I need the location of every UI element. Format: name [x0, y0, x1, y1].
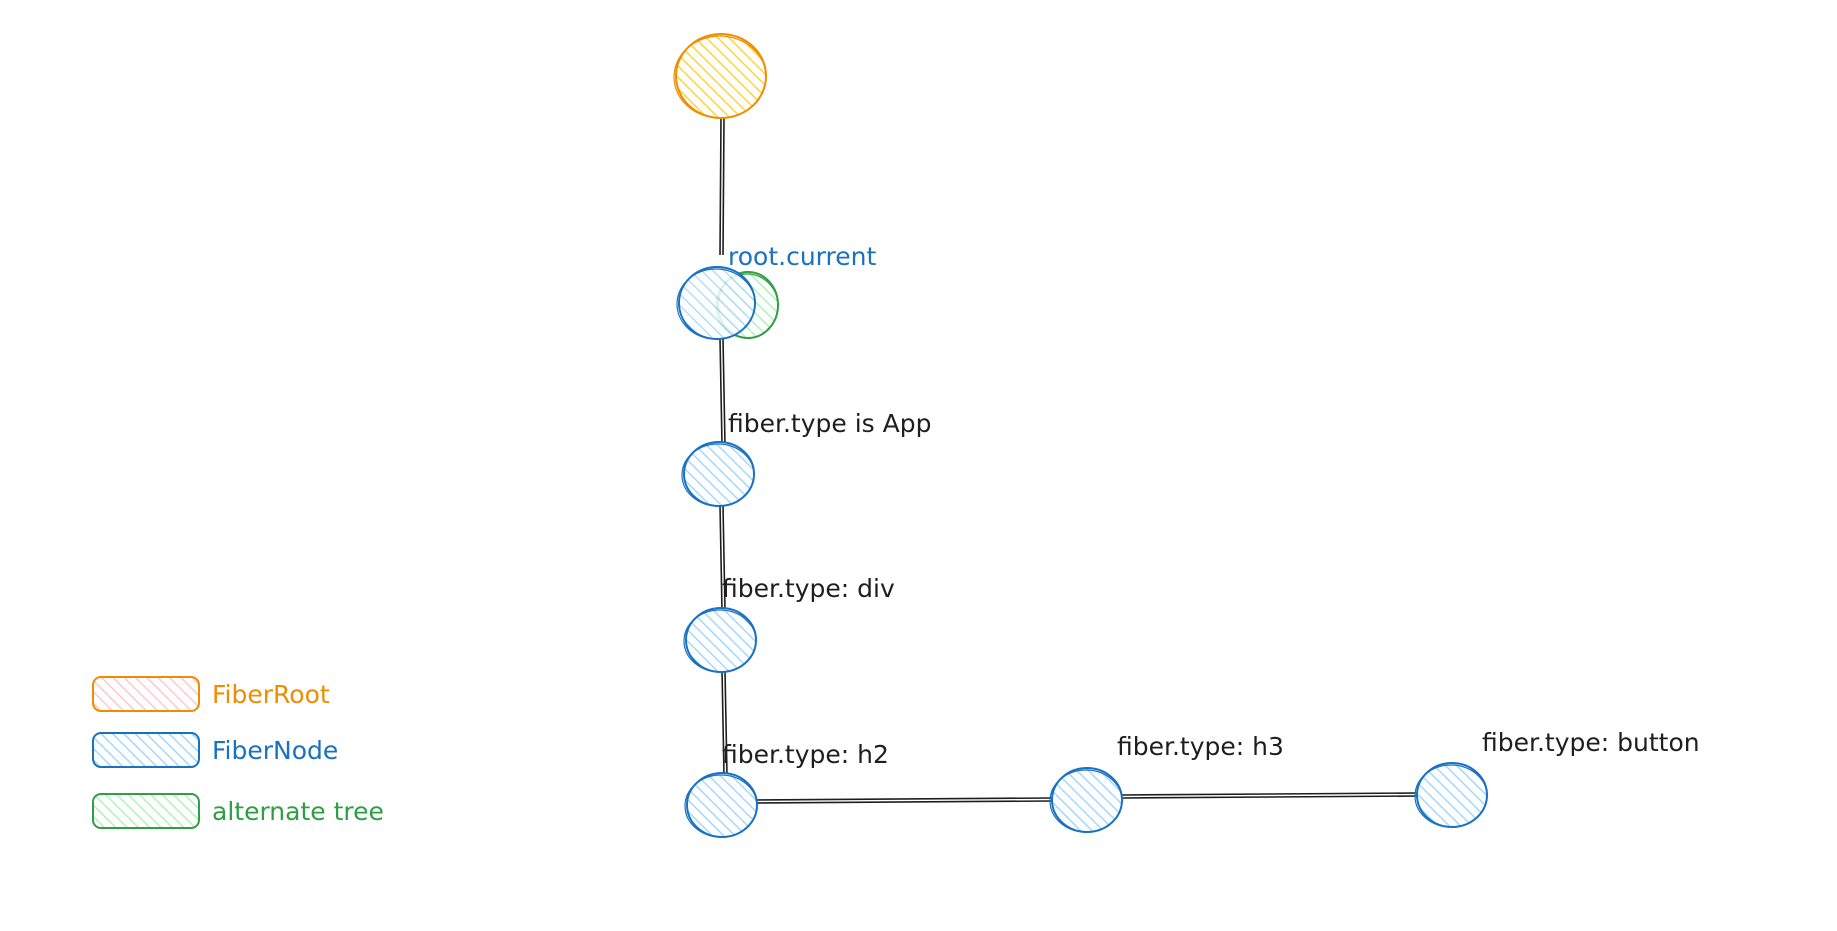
h3-label: fiber.type: h3: [1117, 732, 1284, 761]
root-current-label: root.current: [728, 242, 876, 271]
legend-fiber-node-label: FiberNode: [212, 736, 338, 765]
legend-alternate-tree-label: alternate tree: [212, 797, 384, 826]
legend-fiber-root-label: FiberRoot: [212, 680, 330, 709]
div-fiber-node: [683, 607, 757, 673]
edge-app-to-div: [719, 504, 726, 611]
legend-fiber-node: FiberNode: [92, 732, 338, 768]
app-fiber-node: [681, 441, 755, 507]
button-label: fiber.type: button: [1482, 728, 1700, 757]
edge-h2-to-h3: [754, 797, 1053, 804]
div-label: fiber.type: div: [722, 574, 895, 603]
edge-root-to-current: [719, 117, 725, 256]
legend-fiber-root: FiberRoot: [92, 676, 330, 712]
h2-label: fiber.type: h2: [722, 740, 889, 769]
edges: [719, 117, 1419, 804]
h3-fiber-node: [1049, 767, 1123, 833]
edge-h3-to-button: [1121, 792, 1419, 799]
root-current-node: [676, 266, 756, 340]
app-label: fiber.type is App: [728, 409, 931, 438]
fiber-root-node: [673, 33, 767, 119]
edge-div-to-h2: [721, 669, 728, 776]
legend: FiberRoot FiberNode alternate tree: [92, 676, 384, 829]
legend-fiber-root-swatch: [92, 676, 200, 712]
legend-fiber-node-swatch: [92, 732, 200, 768]
legend-alternate-tree-swatch: [92, 793, 200, 829]
legend-alternate-tree: alternate tree: [92, 793, 384, 829]
h2-fiber-node: [684, 772, 758, 838]
button-fiber-node: [1414, 762, 1488, 828]
edge-current-to-app: [719, 337, 726, 446]
